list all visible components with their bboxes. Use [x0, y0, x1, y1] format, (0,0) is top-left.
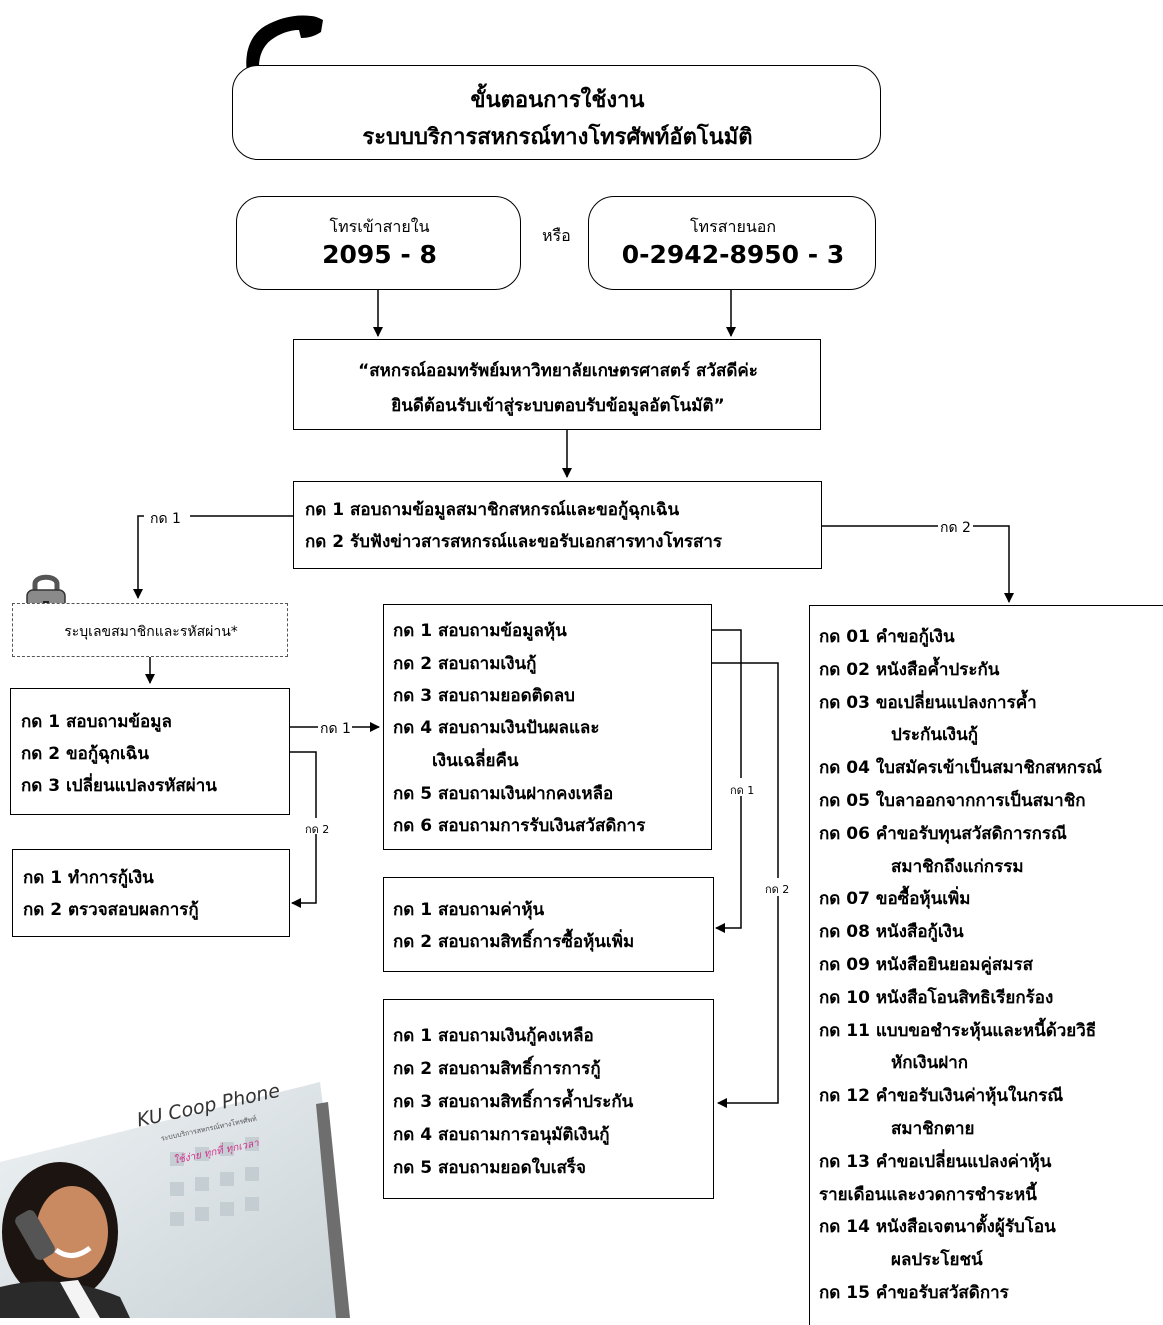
info-menu-item: กด 2 สอบถามเงินกู้ — [393, 654, 537, 674]
arrow-info-to-loans — [712, 662, 779, 1103]
internal-call-box: โทรเข้าสายใน 2095 - 8 — [236, 196, 521, 290]
loans-menu-box: กด 1 สอบถามเงินกู้คงเหลือ กด 2 สอบถามสิท… — [383, 999, 714, 1199]
fax-document-item: กด 03 ขอเปลี่ยนแปลงการค้ำ — [819, 692, 1037, 713]
fax-document-item: สมาชิกถึงแก่กรรม — [891, 856, 1024, 877]
fax-document-item: กด 08 หนังสือกู้เงิน — [819, 922, 964, 943]
promo-graphic — [0, 1082, 350, 1318]
info-menu-item: กด 1 สอบถามข้อมูลหุ้น — [393, 621, 567, 641]
fax-document-item: กด 07 ขอซื้อหุ้นเพิ่ม — [819, 889, 971, 910]
info-menu-item: กด 6 สอบถามการรับเงินสวัสดิการ — [393, 816, 646, 836]
member-menu-item: กด 3 เปลี่ยนแปลงรหัสผ่าน — [21, 776, 217, 796]
greeting-line-2: ยินดีต้อนรับเข้าสู่ระบบตอบรับข้อมูลอัตโน… — [391, 396, 725, 416]
loans-menu-item: กด 2 สอบถามสิทธิ์การการกู้ — [393, 1059, 601, 1079]
arrow-menu-to-login — [138, 515, 293, 598]
external-call-number: 0-2942-8950 - 3 — [621, 240, 845, 269]
fax-document-item: กด 11 แบบขอชำระหุ้นและหนี้ด้วยวิธี — [819, 1020, 1097, 1041]
info-menu-item: กด 4 สอบถามเงินปันผลและ — [393, 718, 600, 738]
fax-document-item: กด 15 คำขอรับสวัสดิการ — [819, 1282, 1009, 1303]
info-menu-item: กด 5 สอบถามเงินฝากคงเหลือ — [393, 784, 614, 804]
fax-document-item: กด 14 หนังสือเจตนาตั้งผู้รับโอน — [819, 1217, 1056, 1238]
edge-label-press1-left: กด 1 — [150, 511, 181, 527]
fax-documents-box: กด 01 คำขอกู้เงินกด 02 หนังสือค้ำประกันก… — [809, 605, 1163, 1325]
edge-label-press2-right: กด 2 — [940, 520, 971, 536]
fax-document-item: หักเงินฝาก — [891, 1053, 969, 1074]
loans-menu-item: กด 1 สอบถามเงินกู้คงเหลือ — [393, 1026, 594, 1046]
greeting-box: “สหกรณ์ออมทรัพย์มหาวิทยาลัยเกษตรศาสตร์ ส… — [293, 339, 821, 430]
or-text: หรือ — [542, 226, 571, 245]
edge-label-press1-shares: กด 1 — [730, 784, 755, 797]
fax-document-item: กด 09 หนังสือยินยอมคู่สมรส — [819, 954, 1033, 975]
fax-document-item: กด 12 คำขอรับเงินค่าหุ้นในกรณี — [819, 1086, 1064, 1107]
loans-menu-item: กด 4 สอบถามการอนุมัติเงินกู้ — [393, 1125, 610, 1145]
emergency-loan-box: กด 1 ทำการกู้เงิน กด 2 ตรวจสอบผลการกู้ — [12, 849, 290, 937]
emergency-loan-item: กด 2 ตรวจสอบผลการกู้ — [23, 900, 199, 920]
arrow-info-to-shares — [712, 629, 742, 928]
edge-label-press1-mid: กด 1 — [320, 721, 351, 737]
member-menu-item: กด 1 สอบถามข้อมูล — [21, 712, 172, 732]
loans-menu-item: กด 5 สอบถามยอดใบเสร็จ — [393, 1158, 587, 1178]
arrow-member-to-emergency — [290, 751, 317, 903]
fax-document-item: กด 06 คำขอรับทุนสวัสดิการกรณี — [819, 823, 1067, 844]
shares-menu-item: กด 2 สอบถามสิทธิ์การซื้อหุ้นเพิ่ม — [393, 932, 635, 952]
promo-image: KU Coop Phone ระบบบริการสหกรณ์ทางโทรศัพท… — [0, 1082, 350, 1318]
edge-label-press2-left: กด 2 — [305, 823, 330, 836]
fax-document-item: กด 05 ใบลาออกจากการเป็นสมาชิก — [819, 790, 1086, 811]
main-menu-item: กด 1 สอบถามข้อมูลสมาชิกสหกรณ์และขอกู้ฉุก… — [305, 500, 680, 520]
fax-document-item: ผลประโยชน์ — [891, 1250, 983, 1271]
fax-document-item: ประกันเงินกู้ — [891, 725, 978, 746]
title-line-1: ขั้นตอนการใช้งาน — [470, 88, 645, 113]
fax-document-item: กด 13 คำขอเปลี่ยนแปลงค่าหุ้น — [819, 1151, 1052, 1172]
info-menu-item: กด 3 สอบถามยอดติดลบ — [393, 686, 575, 706]
internal-call-label: โทรเข้าสายใน — [329, 217, 430, 236]
external-call-label: โทรสายนอก — [689, 217, 777, 236]
title-box: ขั้นตอนการใช้งาน ระบบบริการสหกรณ์ทางโทรศ… — [232, 65, 881, 160]
login-prompt-text: ระบุเลขสมาชิกและรหัสผ่าน* — [64, 624, 238, 640]
internal-call-number: 2095 - 8 — [322, 240, 437, 269]
main-menu-box: กด 1 สอบถามข้อมูลสมาชิกสหกรณ์และขอกู้ฉุก… — [293, 481, 822, 569]
info-menu-item: เงินเฉลี่ยคืน — [432, 751, 519, 771]
member-menu-item: กด 2 ขอกู้ฉุกเฉิน — [21, 744, 150, 764]
member-menu-box: กด 1 สอบถามข้อมูล กด 2 ขอกู้ฉุกเฉิน กด 3… — [10, 688, 290, 815]
fax-document-item: รายเดือนและงวดการชำระหนี้ — [819, 1184, 1037, 1205]
arrow-menu-to-fax — [822, 525, 1009, 602]
shares-menu-box: กด 1 สอบถามค่าหุ้น กด 2 สอบถามสิทธิ์การซ… — [383, 877, 714, 972]
greeting-line-1: “สหกรณ์ออมทรัพย์มหาวิทยาลัยเกษตรศาสตร์ ส… — [358, 361, 758, 381]
fax-document-item: กด 02 หนังสือค้ำประกัน — [819, 659, 1000, 680]
fax-document-item: กด 10 หนังสือโอนสิทธิเรียกร้อง — [819, 987, 1054, 1008]
loans-menu-item: กด 3 สอบถามสิทธิ์การค้ำประกัน — [393, 1092, 634, 1112]
shares-menu-item: กด 1 สอบถามค่าหุ้น — [393, 900, 545, 920]
fax-document-item: สมาชิกตาย — [891, 1118, 975, 1139]
main-menu-item: กด 2 รับฟังข่าวสารสหกรณ์และขอรับเอกสารทา… — [305, 532, 722, 552]
edge-label-press2-loans: กด 2 — [765, 883, 790, 896]
fax-document-item: กด 01 คำขอกู้เงิน — [819, 627, 955, 647]
external-call-box: โทรสายนอก 0-2942-8950 - 3 — [588, 196, 876, 290]
login-prompt-box: ระบุเลขสมาชิกและรหัสผ่าน* — [12, 603, 288, 657]
fax-documents-list: กด 01 คำขอกู้เงินกด 02 หนังสือค้ำประกันก… — [819, 621, 1102, 1310]
info-menu-box: กด 1 สอบถามข้อมูลหุ้น กด 2 สอบถามเงินกู้… — [383, 604, 712, 850]
fax-document-item: กด 04 ใบสมัครเข้าเป็นสมาชิกสหกรณ์ — [819, 758, 1102, 779]
title-line-2: ระบบบริการสหกรณ์ทางโทรศัพท์อัตโนมัติ — [362, 125, 753, 150]
emergency-loan-item: กด 1 ทำการกู้เงิน — [23, 868, 154, 888]
